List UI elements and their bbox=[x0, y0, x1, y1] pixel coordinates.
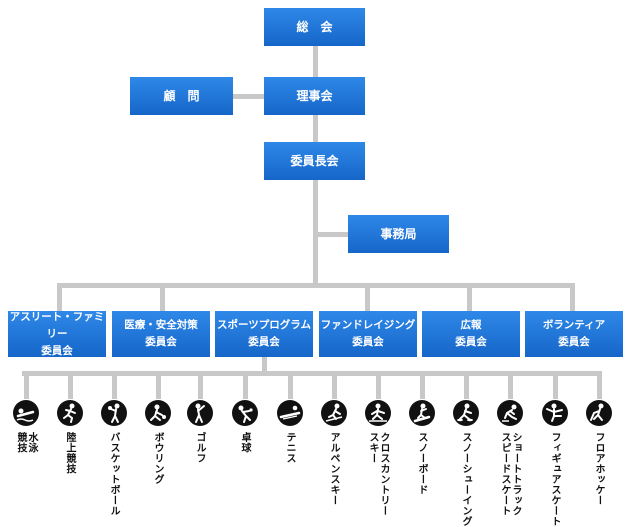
connector-committees-bar bbox=[57, 283, 575, 288]
table-tennis-icon bbox=[232, 400, 258, 426]
connector-sports-drop bbox=[262, 357, 267, 373]
sport-label: スノーシューイング bbox=[460, 432, 471, 527]
sport-label: ボウリング bbox=[152, 432, 163, 485]
connector-sport-7 bbox=[288, 371, 293, 399]
sport-label: ショートトラック スピードスケート bbox=[499, 432, 521, 516]
bowling-icon bbox=[145, 400, 171, 426]
sport-label: スノーボード bbox=[416, 432, 427, 495]
swimming-icon bbox=[13, 400, 39, 426]
connector-sport-11 bbox=[464, 371, 469, 399]
alpine-ski-icon bbox=[321, 400, 347, 426]
sport-label: ゴルフ bbox=[194, 432, 205, 464]
connector-sport-14 bbox=[597, 371, 602, 399]
advisor-box: 顧 問 bbox=[130, 77, 233, 115]
connector-committee-6 bbox=[570, 283, 575, 311]
connector-sport-9 bbox=[376, 371, 381, 399]
athletics-icon bbox=[57, 400, 83, 426]
sport-label: フィギュアスケート bbox=[549, 432, 560, 527]
secretariat-box: 事務局 bbox=[348, 215, 449, 253]
committee-sports-program: スポーツプログラム 委員会 bbox=[215, 311, 313, 357]
sport-label: 陸上競技 bbox=[64, 432, 75, 474]
committee-athlete-family: アスリート・ファミリー 委員会 bbox=[8, 310, 106, 357]
connector-committee-4 bbox=[365, 283, 370, 311]
general-assembly-box: 総 会 bbox=[264, 8, 365, 46]
connector-committee-5 bbox=[467, 283, 472, 311]
sport-label: テニス bbox=[284, 432, 295, 464]
committee-public-relations: 広報 委員会 bbox=[422, 311, 520, 357]
connector-committee-2 bbox=[160, 283, 165, 311]
sport-label: 水泳 競技 bbox=[15, 432, 37, 453]
cross-country-ski-icon bbox=[365, 400, 391, 426]
snowboard-icon bbox=[409, 400, 435, 426]
connector-sport-3 bbox=[112, 371, 117, 399]
committee-medical-safety: 医療・安全対策 委員会 bbox=[112, 311, 210, 357]
connector-sport-6 bbox=[243, 371, 248, 399]
board-box: 理事会 bbox=[264, 77, 365, 115]
connector-sport-13 bbox=[553, 371, 558, 399]
committee-fundraising: ファンドレイジング 委員会 bbox=[319, 311, 417, 357]
committee-volunteer: ボランティア 委員会 bbox=[525, 311, 623, 357]
connector-sports-bar bbox=[22, 371, 602, 376]
sport-label: フロアホッケー bbox=[593, 432, 604, 506]
sport-label: 卓球 bbox=[239, 432, 250, 453]
connector-sport-4 bbox=[156, 371, 161, 399]
chairs-meeting-box: 委員長会 bbox=[264, 142, 365, 180]
connector-sport-8 bbox=[332, 371, 337, 399]
sport-label: アルペンスキー bbox=[328, 432, 339, 506]
connector-sport-2 bbox=[68, 371, 73, 399]
figure-skating-icon bbox=[542, 400, 568, 426]
basketball-icon bbox=[101, 400, 127, 426]
sport-label: クロスカントリー スキー bbox=[367, 432, 389, 516]
connector-sport-5 bbox=[198, 371, 203, 399]
connector-advisor bbox=[232, 94, 264, 99]
connector-sport-10 bbox=[420, 371, 425, 399]
connector-sport-12 bbox=[508, 371, 513, 399]
short-track-icon bbox=[497, 400, 523, 426]
connector-committee-1 bbox=[57, 283, 62, 311]
sport-label: バスケットボール bbox=[108, 432, 119, 516]
tennis-icon bbox=[277, 400, 303, 426]
floor-hockey-icon bbox=[586, 400, 612, 426]
golf-icon bbox=[187, 400, 213, 426]
snowshoeing-icon bbox=[453, 400, 479, 426]
connector-sport-1 bbox=[24, 371, 29, 399]
connector-secretariat bbox=[318, 232, 348, 237]
